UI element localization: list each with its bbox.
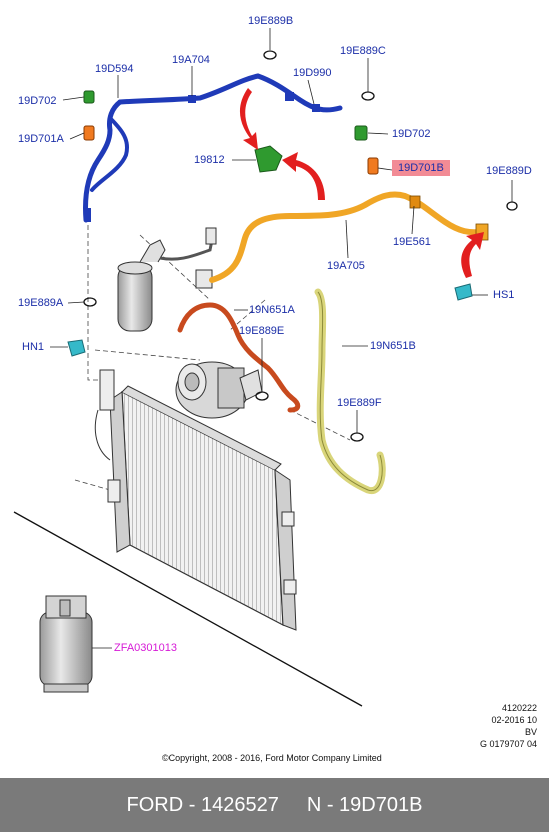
label-19d701b-highlighted[interactable]: 19D701B [392, 160, 450, 176]
drawing-info-block: 4120222 02-2016 10 BV G 0179707 04 [480, 702, 537, 750]
blue-pipe-assembly [83, 73, 343, 223]
ac-system-diagram: 19E889B 19D594 19A704 19E889C 19D702 19D… [13, 15, 537, 763]
label-19d990: 19D990 [293, 67, 332, 79]
label-19d701a: 19D701A [18, 133, 64, 145]
compressor [175, 361, 263, 419]
footer-part-code: N - 19D701B [306, 793, 423, 816]
refrigerant-cylinder [39, 595, 93, 693]
footer-brand-part: FORD - 1426527 [126, 793, 279, 816]
label-19d594: 19D594 [95, 63, 134, 75]
label-19d702-right: 19D702 [392, 128, 431, 140]
label-19a704: 19A704 [172, 54, 210, 66]
info-line-4: G 0179707 04 [479, 739, 537, 749]
label-19n651a: 19N651A [249, 304, 295, 316]
label-19e561: 19E561 [393, 236, 431, 248]
yellow-pipe-outline [317, 291, 383, 492]
label-zfa0301013: ZFA0301013 [114, 642, 177, 654]
label-hs1: HS1 [493, 289, 515, 301]
label-19e889d: 19E889D [486, 165, 532, 177]
info-line-2: 02-2016 10 [491, 715, 537, 725]
label-19e889e: 19E889E [239, 325, 285, 337]
label-leaders [50, 28, 513, 649]
copyright-text: ©Copyright, 2008 - 2016, Ford Motor Comp… [162, 753, 382, 763]
yellow-pipe [314, 288, 386, 495]
label-19e889f: 19E889F [337, 397, 382, 409]
info-line-3: BV [524, 727, 537, 737]
diagram-artwork [13, 28, 518, 707]
label-19812: 19812 [194, 154, 225, 166]
label-19a705: 19A705 [327, 260, 365, 272]
label-19d702-left: 19D702 [18, 95, 57, 107]
label-19e889c: 19E889C [340, 45, 386, 57]
condenser [94, 369, 297, 631]
label-19n651b: 19N651B [370, 340, 416, 352]
separator-line [13, 511, 363, 707]
red-arrows [239, 88, 484, 278]
valve-caps [67, 90, 473, 357]
label-19e889a: 19E889A [18, 297, 64, 309]
rust-pipe [177, 302, 301, 413]
part-number-footer: FORD - 1426527 N - 19D701B [0, 778, 549, 832]
label-hn1: HN1 [22, 341, 45, 353]
info-line-1: 4120222 [501, 703, 537, 713]
accumulator [117, 227, 217, 332]
label-19e889b: 19E889B [248, 15, 294, 27]
